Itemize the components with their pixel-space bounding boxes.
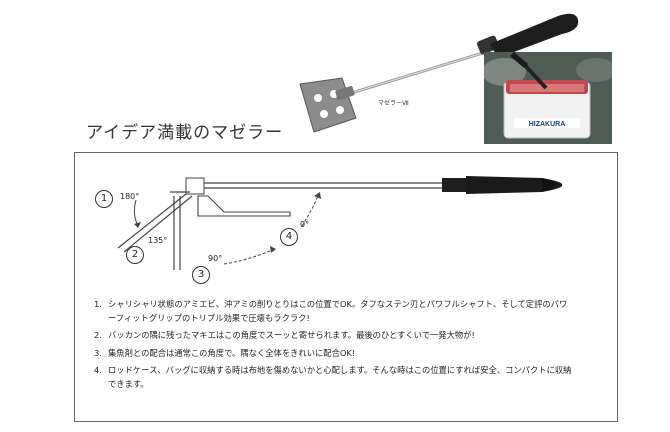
page-heading: アイデア満載のマゼラー [86, 123, 284, 143]
step-text: シャリシャリ状態のアミエビ、沖アミの削りとりはこの位置でOK。タフなステン刃とパ… [108, 299, 568, 323]
step-number: 3. [94, 347, 102, 358]
bucket-photo-art: HIZAKURA [484, 52, 612, 144]
position-marker-4: 4 [280, 228, 298, 246]
step-text: ロッドケース、バッグに収納する時は布地を傷めないかと心配します。そんな時はこの位… [108, 365, 572, 389]
product-illustration [299, 13, 579, 133]
product-photo: HIZAKURA [484, 52, 612, 144]
list-item: 3. 集魚剤との配合は通常この角度で。隅なく全体をきれいに配合OK! [94, 347, 574, 361]
list-item: 2. バッカンの隅に残ったマキエはこの角度でスーッと寄せられます。最後のひとすく… [94, 329, 574, 343]
position-marker-3: 3 [192, 266, 210, 284]
content-frame [74, 152, 618, 422]
position-marker-2: 2 [126, 246, 144, 264]
list-item: 4. ロッドケース、バッグに収納する時は布地を傷めないかと心配します。そんな時は… [94, 364, 574, 391]
step-number: 1. [94, 299, 102, 309]
angle-label-135: 135° [148, 236, 168, 245]
angle-label-90: 90° [208, 254, 223, 263]
position-marker-1: 1 [95, 190, 113, 208]
step-text: バッカンの隅に残ったマキエはこの角度でスーッと寄せられます。最後のひとすくいで一… [108, 330, 475, 340]
angle-label-0: 0° [300, 220, 310, 229]
usage-steps: 1. シャリシャリ状態のアミエビ、沖アミの削りとりはこの位置でOK。タフなステン… [94, 298, 574, 395]
step-number: 4. [94, 365, 102, 375]
step-number: 2. [94, 330, 102, 340]
angle-diagram [117, 176, 563, 270]
product-label: マゼラーⅦ [378, 100, 409, 107]
step-text: 集魚剤との配合は通常この角度で。隅なく全体をきれいに配合OK! [108, 347, 356, 358]
bucket-brand: HIZAKURA [529, 121, 566, 128]
angle-label-180: 180° [120, 192, 140, 201]
list-item: 1. シャリシャリ状態のアミエビ、沖アミの削りとりはこの位置でOK。タフなステン… [94, 298, 574, 325]
